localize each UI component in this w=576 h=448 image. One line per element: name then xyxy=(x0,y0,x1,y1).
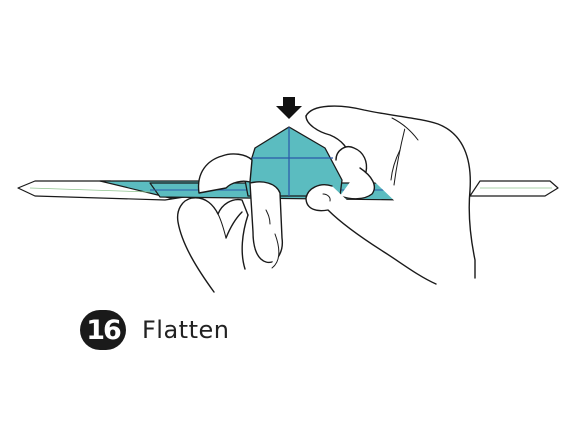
step-instruction: Flatten xyxy=(142,316,230,344)
step-number-badge: 16 xyxy=(80,310,126,350)
push-down-arrow-icon xyxy=(276,97,302,119)
right-wing-white xyxy=(469,180,559,197)
step-caption: 16 Flatten xyxy=(80,310,229,350)
right-hand xyxy=(305,105,476,285)
house-flap xyxy=(244,126,343,197)
left-hand xyxy=(176,153,283,293)
